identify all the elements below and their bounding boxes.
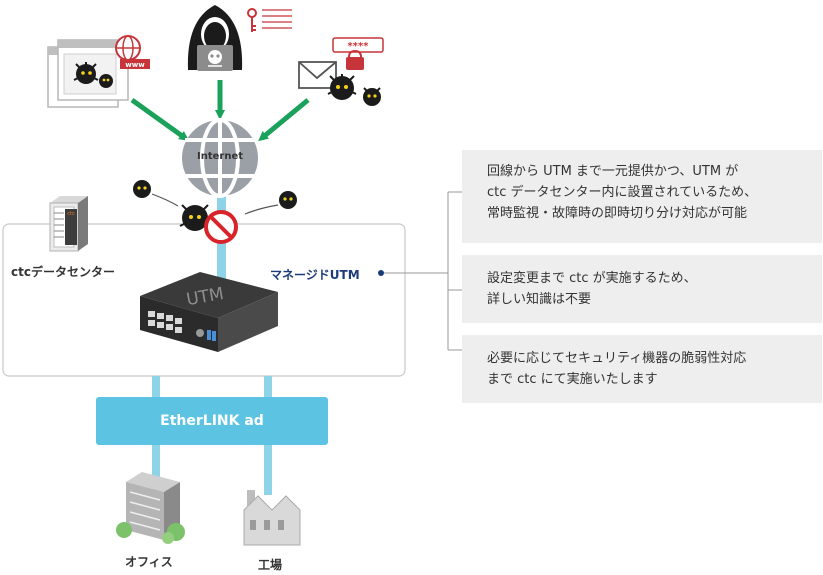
info-box-monitoring: 回線から UTM まで一元提供かつ、UTM が ctc データセンター内に設置さ… [462, 150, 822, 243]
padlock-icon [346, 49, 364, 70]
utm-ether-link-left [152, 376, 160, 398]
utm-label: マネージドUTM [270, 268, 360, 282]
arrow-from-web [130, 97, 190, 141]
svg-text:****: **** [348, 41, 370, 52]
virus-icon [327, 74, 357, 100]
key-icon [247, 8, 292, 32]
hacker-icon [187, 5, 243, 71]
blocked-icon [204, 210, 238, 244]
virus-icon [73, 62, 99, 84]
info-line: 常時監視・故障時の即時切り分け対応が可能 [487, 206, 748, 221]
etherlink-label: EtherLINK ad [160, 413, 264, 429]
info-line: 設定変更まで ctc が実施するため、 [487, 271, 697, 286]
utm-ether-link-right [264, 376, 272, 398]
etherlink-bar [96, 397, 328, 445]
virus-icon [133, 180, 151, 198]
virus-icon [279, 191, 297, 209]
utm-callout-dot [378, 270, 384, 276]
info-box-vulnerability: 必要に応じてセキュリティ機器の脆弱性対応 まで ctc にて実施いたします [462, 335, 822, 403]
office-building-icon [116, 472, 185, 544]
info-line: 詳しい知識は不要 [487, 292, 592, 307]
arrow-from-mail [258, 98, 310, 142]
malicious-mail-icon: **** [298, 37, 384, 106]
datacenter-label: ctcデータセンター [11, 265, 115, 279]
factory-icon [243, 490, 301, 546]
virus-icon [99, 74, 113, 88]
info-line: ctc データセンター内に設置されているため、 [487, 185, 758, 200]
svg-text:Internet: Internet [197, 151, 243, 162]
info-line: まで ctc にて実施いたします [487, 372, 658, 387]
malicious-website-icon: www [47, 35, 150, 108]
virus-trajectory [151, 193, 179, 207]
ether-factory-link [264, 445, 272, 495]
svg-text:ctc: ctc [67, 211, 75, 217]
factory-label: 工場 [258, 558, 283, 572]
globe-icon: Internet [182, 118, 258, 198]
virus-trajectory [244, 204, 279, 215]
svg-text:www: www [125, 61, 145, 69]
info-line: 必要に応じてセキュリティ機器の脆弱性対応 [487, 351, 747, 366]
virus-icon [179, 204, 211, 231]
ether-office-link [152, 445, 160, 495]
info-box-settings: 設定変更まで ctc が実施するため、 詳しい知識は不要 [462, 255, 822, 323]
office-label: オフィス [125, 555, 173, 569]
server-rack-icon: ctc [49, 196, 88, 252]
utm-device-icon: UTM [140, 272, 278, 352]
virus-icon [363, 87, 381, 106]
info-line: 回線から UTM まで一元提供かつ、UTM が [487, 164, 739, 179]
